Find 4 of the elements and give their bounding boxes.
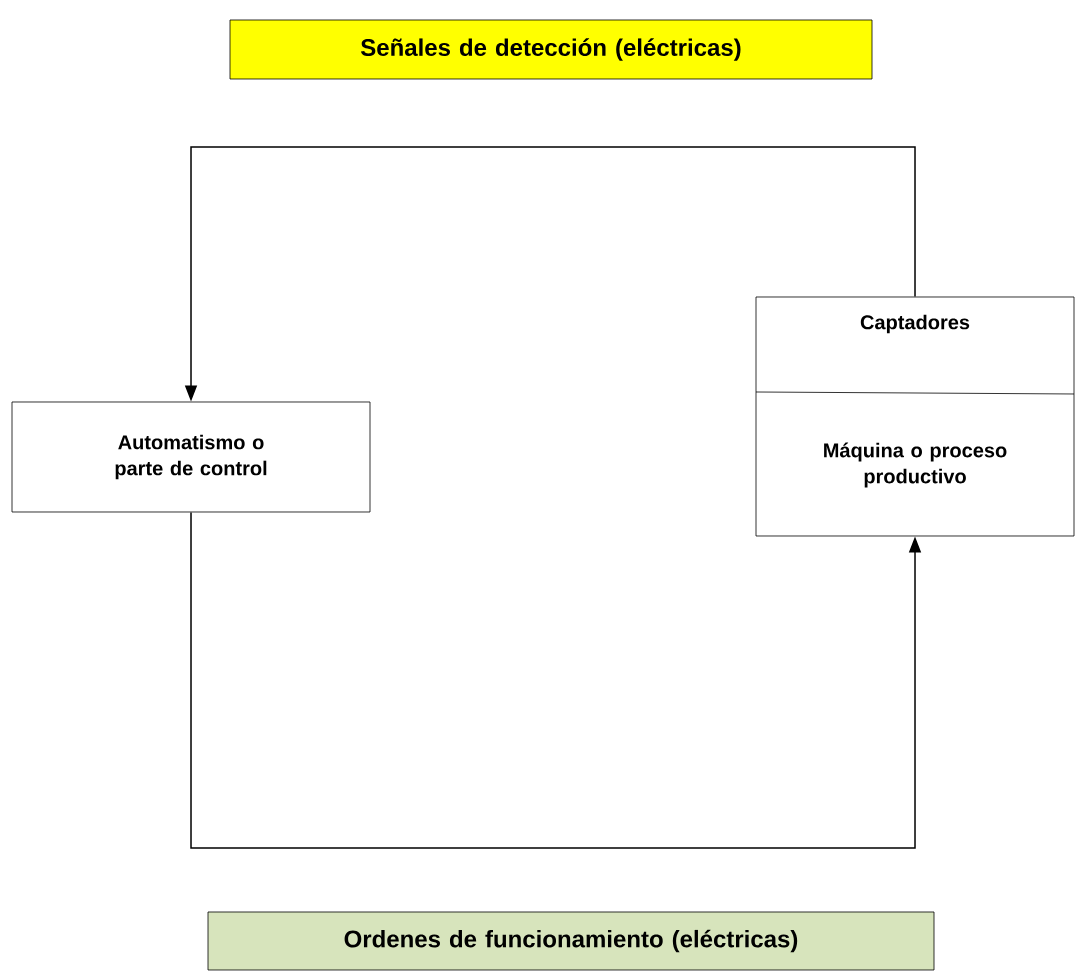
process-box: Captadores Máquina o proceso productivo (755, 296, 1075, 537)
heading-band: Ordenes de funcionamiento (eléctricas) (207, 911, 935, 971)
heading-band: Señales de detección (eléctricas) (229, 19, 873, 80)
process-box: Automatismo o parte de control (11, 401, 371, 513)
